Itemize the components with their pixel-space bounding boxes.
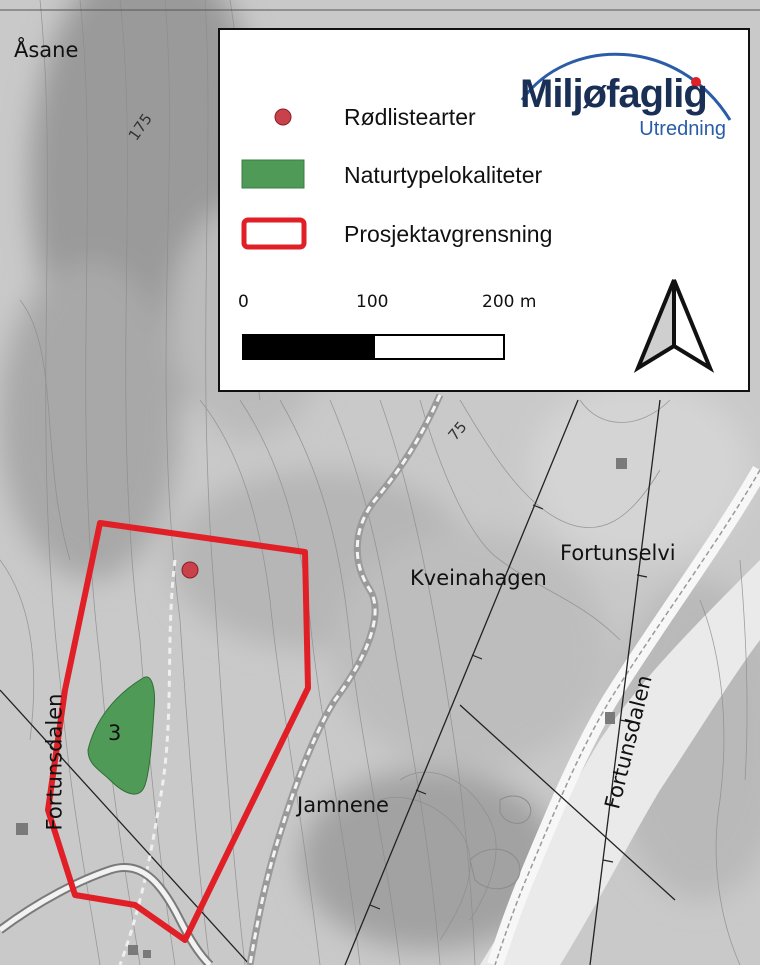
power-line-ticks (369, 504, 648, 910)
logo-swoosh-icon (520, 52, 732, 121)
legend-item-red-list: Rødlistearter (240, 102, 476, 132)
place-label-asane: Åsane (14, 38, 79, 62)
buildings (16, 458, 627, 958)
legend-label: Naturtypelokaliteter (344, 161, 543, 188)
north-arrow-icon (633, 279, 715, 373)
scale-tick-0: 0 (238, 292, 249, 312)
legend-item-nature-type: Naturtypelokaliteter (240, 158, 542, 192)
scale-tick-100: 100 (356, 292, 389, 312)
scale-tick-200: 200 m (482, 292, 537, 312)
river-edge (494, 469, 760, 965)
project-boundary[interactable] (45, 520, 311, 943)
map-legend: Rødlistearter Naturtypelokaliteter Prosj… (218, 28, 750, 392)
footpath (118, 559, 177, 965)
track-path (248, 394, 442, 965)
valley-floor (480, 560, 760, 965)
legend-label: Prosjektavgrensning (344, 220, 553, 247)
logo-sub-text: Utredning (639, 118, 726, 140)
valley-features (469, 795, 532, 890)
scale-bar (242, 334, 505, 360)
red-list-species-point[interactable] (181, 561, 199, 579)
project-boundary-swatch-icon (241, 217, 307, 250)
place-label-fortunselvi: Fortunselvi (560, 541, 676, 565)
nature-type-swatch-icon (241, 159, 305, 189)
place-label-kveinahagen: Kveinahagen (410, 566, 547, 590)
logo-main-text: Miljøfaglig (520, 72, 708, 116)
red-list-point-icon (274, 108, 292, 126)
nature-type-polygon[interactable] (87, 676, 155, 795)
legend-item-project-boundary: Prosjektavgrensning (240, 216, 552, 252)
place-label-jamnene: Jamnene (297, 793, 389, 817)
legend-label: Rødlistearter (344, 103, 476, 130)
company-logo: Miljøfaglig Utredning (508, 42, 738, 152)
power-lines (0, 399, 676, 965)
place-label-fortunsdalen-road: Fortunsdalen (42, 693, 67, 831)
nature-site-number: 3 (108, 721, 122, 745)
road-fortunsdalen (0, 864, 212, 965)
